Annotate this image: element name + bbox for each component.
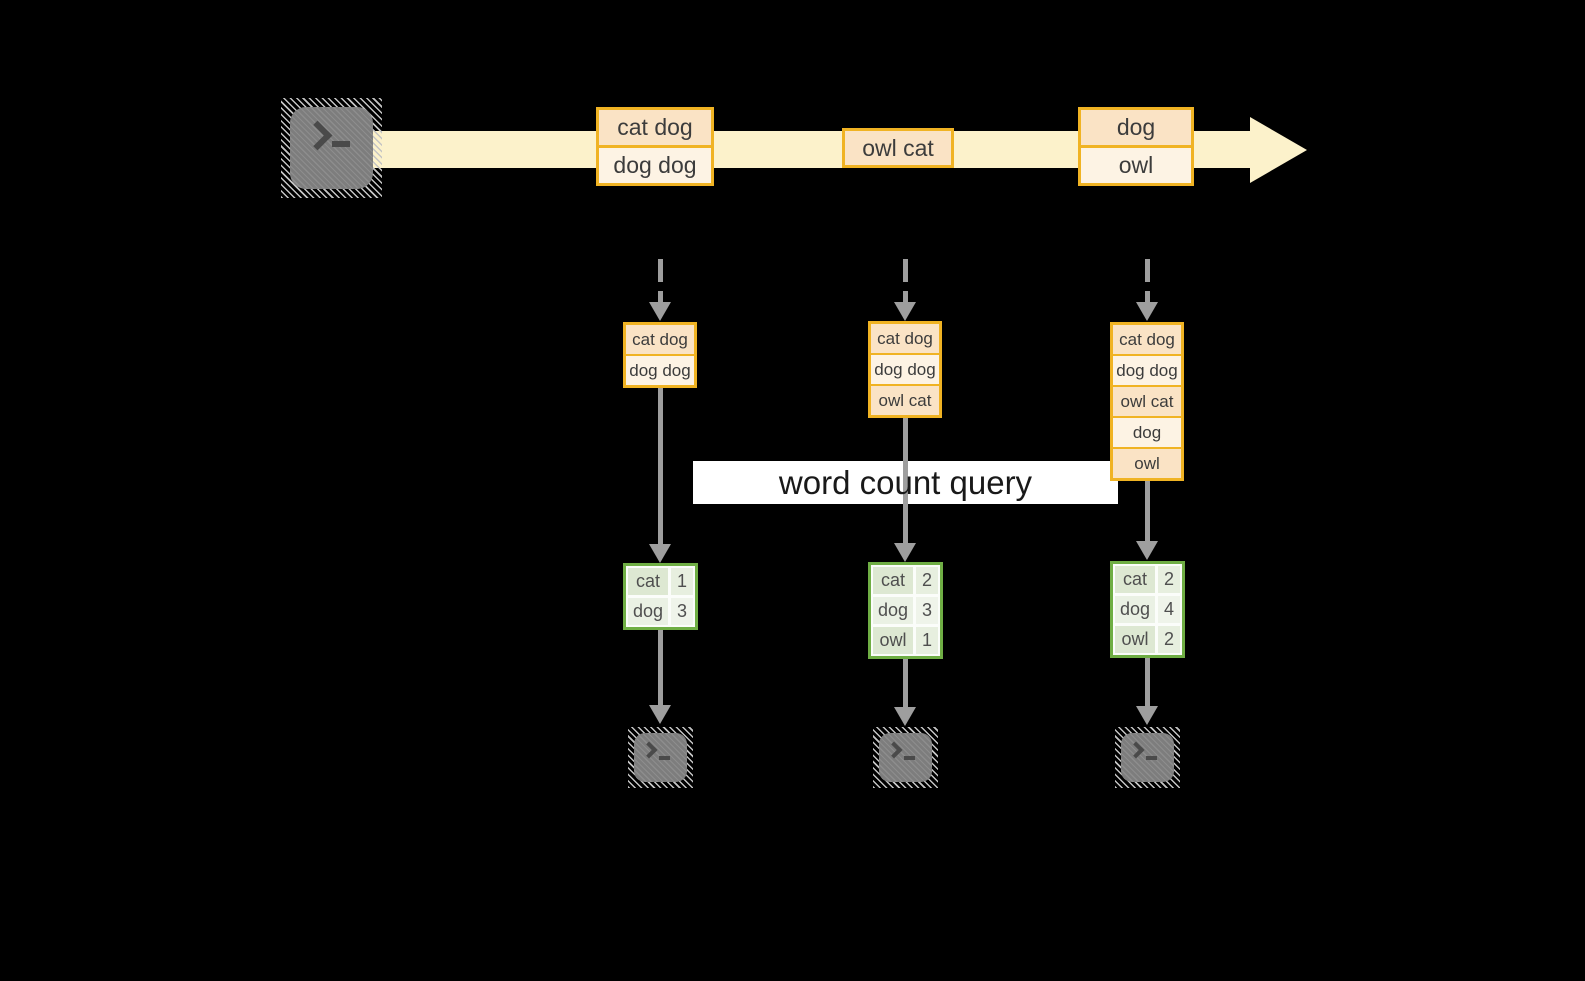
stream-event-line: owl cat — [845, 131, 951, 165]
count-value: 3 — [671, 598, 693, 625]
prompt-cursor-icon — [659, 756, 670, 760]
batch-dashed-arrowhead-icon — [1136, 302, 1158, 321]
count-word: dog — [628, 598, 668, 625]
count-value: 4 — [1158, 596, 1180, 623]
count-word: owl — [1115, 626, 1155, 653]
count-row: dog 3 — [628, 598, 693, 625]
buffer-record: owl — [1113, 447, 1181, 478]
count-word: cat — [1115, 566, 1155, 593]
count-word: cat — [873, 567, 913, 594]
stream-event-box-2: owl cat — [842, 128, 954, 168]
count-row: owl 2 — [1115, 626, 1180, 653]
batch-buffer-1: cat dog dog dog — [623, 322, 697, 388]
query-arrow-1 — [658, 388, 663, 546]
query-arrow-2 — [903, 418, 908, 543]
buffer-record: dog dog — [871, 353, 939, 384]
output-terminal-icon-1 — [628, 727, 693, 788]
word-count-table-1: cat 1 dog 3 — [623, 563, 698, 630]
terminal-screen — [634, 733, 687, 782]
stream-event-line: dog — [1081, 110, 1191, 145]
stream-event-line: owl — [1081, 145, 1191, 183]
stream-event-box-3: dog owl — [1078, 107, 1194, 186]
output-arrowhead-icon — [1136, 706, 1158, 725]
buffer-record: cat dog — [871, 324, 939, 353]
count-value: 2 — [916, 567, 938, 594]
buffer-record: cat dog — [1113, 325, 1181, 354]
stream-event-box-1: cat dog dog dog — [596, 107, 714, 186]
terminal-screen — [290, 107, 373, 189]
count-word: owl — [873, 627, 913, 654]
event-stream-arrowhead-icon — [1250, 117, 1307, 183]
count-value: 2 — [1158, 566, 1180, 593]
count-word: dog — [873, 597, 913, 624]
batch-dashed-arrow-3 — [1145, 259, 1150, 303]
prompt-cursor-icon — [1146, 756, 1157, 760]
count-value: 3 — [916, 597, 938, 624]
buffer-record: dog dog — [626, 354, 694, 385]
count-word: dog — [1115, 596, 1155, 623]
output-arrow-2 — [903, 659, 908, 707]
count-value: 1 — [916, 627, 938, 654]
output-arrow-3 — [1145, 658, 1150, 706]
buffer-record: owl cat — [1113, 385, 1181, 416]
buffer-record: dog dog — [1113, 354, 1181, 385]
terminal-screen — [879, 733, 932, 782]
batch-dashed-arrowhead-icon — [649, 302, 671, 321]
output-arrowhead-icon — [894, 707, 916, 726]
query-label: word count query — [778, 463, 1033, 501]
count-row: cat 2 — [873, 567, 938, 594]
stream-event-line: dog dog — [599, 145, 711, 183]
count-row: dog 4 — [1115, 596, 1180, 623]
output-arrow-1 — [658, 630, 663, 705]
word-count-table-3: cat 2 dog 4 owl 2 — [1110, 561, 1185, 658]
prompt-chevron-icon — [640, 741, 658, 759]
query-arrowhead-icon — [1136, 541, 1158, 560]
output-terminal-icon-3 — [1115, 727, 1180, 788]
query-arrow-3 — [1145, 481, 1150, 541]
output-terminal-icon-2 — [873, 727, 938, 788]
prompt-cursor-icon — [904, 756, 915, 760]
query-arrowhead-icon — [649, 544, 671, 563]
count-row: cat 1 — [628, 568, 693, 595]
prompt-chevron-icon — [885, 741, 903, 759]
terminal-screen — [1121, 733, 1174, 782]
count-row: owl 1 — [873, 627, 938, 654]
output-arrowhead-icon — [649, 705, 671, 724]
count-word: cat — [628, 568, 668, 595]
batch-dashed-arrow-1 — [658, 259, 663, 303]
count-row: dog 3 — [873, 597, 938, 624]
source-terminal-icon — [281, 98, 382, 198]
count-value: 1 — [671, 568, 693, 595]
query-arrowhead-icon — [894, 543, 916, 562]
buffer-record: cat dog — [626, 325, 694, 354]
prompt-cursor-icon — [332, 141, 350, 147]
count-row: cat 2 — [1115, 566, 1180, 593]
prompt-chevron-icon — [1127, 741, 1145, 759]
batch-dashed-arrowhead-icon — [894, 302, 916, 321]
count-value: 2 — [1158, 626, 1180, 653]
buffer-record: dog — [1113, 416, 1181, 447]
prompt-chevron-icon — [302, 120, 333, 151]
word-count-table-2: cat 2 dog 3 owl 1 — [868, 562, 943, 659]
batch-buffer-2: cat dog dog dog owl cat — [868, 321, 942, 418]
batch-buffer-3: cat dog dog dog owl cat dog owl — [1110, 322, 1184, 481]
buffer-record: owl cat — [871, 384, 939, 415]
stream-event-line: cat dog — [599, 110, 711, 145]
batch-dashed-arrow-2 — [903, 259, 908, 303]
